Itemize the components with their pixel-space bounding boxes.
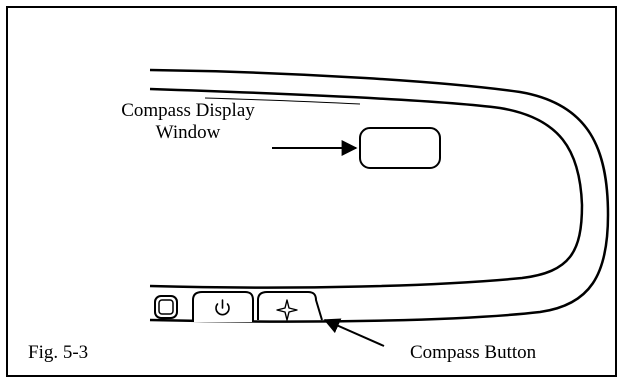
glass-highlight-line <box>204 97 361 105</box>
power-icon <box>215 299 230 316</box>
compass-button[interactable] <box>257 291 323 321</box>
button-callout-arrow <box>323 318 385 347</box>
compass-button-label: Compass Button <box>410 342 537 363</box>
power-button[interactable] <box>192 291 254 322</box>
compass-display-label: Compass Display Window <box>88 100 288 144</box>
square-button-icon[interactable] <box>154 295 178 319</box>
compass-star-icon <box>276 299 298 321</box>
mirror-inner-bezel <box>149 87 584 289</box>
figure-caption: Fig. 5-3 <box>28 342 89 363</box>
compass-display-window <box>359 127 441 169</box>
compass-display-label-line1: Compass Display <box>121 100 255 121</box>
mirror-outer-outline <box>149 68 610 323</box>
compass-display-label-line2: Window <box>155 122 221 143</box>
